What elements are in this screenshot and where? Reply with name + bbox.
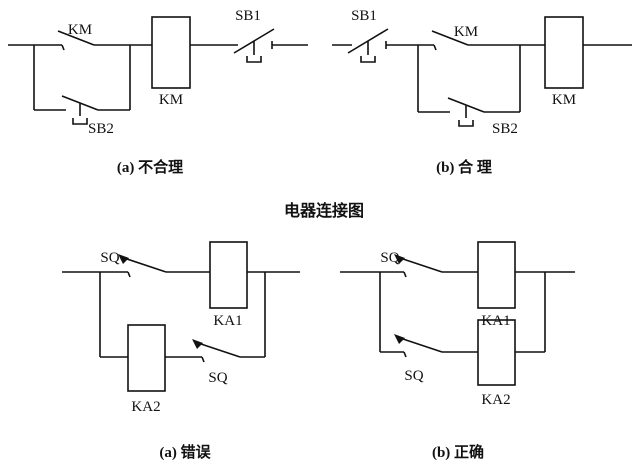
wire bbox=[340, 271, 575, 353]
sq-arrow-icon bbox=[118, 254, 129, 264]
sq-travel-contact-bottom bbox=[399, 337, 443, 358]
sb2-no-pushbutton bbox=[447, 97, 485, 127]
ka2-coil-rect bbox=[477, 319, 516, 386]
sq-arrow-icon bbox=[192, 339, 203, 349]
sb1-nc-pushbutton bbox=[347, 28, 389, 63]
sb2-no-pushbutton bbox=[61, 95, 99, 125]
wire bbox=[62, 271, 300, 358]
sq-arrow-icon bbox=[394, 334, 405, 344]
wire bbox=[8, 44, 308, 111]
ka1-label: KA1 bbox=[481, 313, 510, 329]
sq-top-label: SQ bbox=[100, 250, 119, 266]
km-coil-rect bbox=[151, 16, 191, 89]
ka1-coil-rect bbox=[209, 241, 248, 309]
sb2-label: SB2 bbox=[88, 121, 114, 137]
caption-reasonable: (b) 合 理 bbox=[436, 158, 492, 176]
figure-title: 电器连接图 bbox=[284, 201, 364, 220]
km-contact-label: KM bbox=[454, 24, 478, 40]
sq-arrow-icon bbox=[394, 254, 405, 264]
sq-travel-contact-bottom bbox=[197, 342, 241, 363]
ka2-coil-rect bbox=[127, 324, 166, 392]
circuit-reasonable: SB1 KM KM SB2 (b) 合 理 bbox=[332, 8, 632, 176]
caption-correct: (b) 正确 bbox=[432, 443, 484, 461]
circuit-correct: SQ KA1 SQ KA2 (b) 正确 bbox=[340, 241, 575, 461]
ka2-label: KA2 bbox=[131, 399, 160, 415]
km-contact-label: KM bbox=[68, 22, 92, 38]
wire bbox=[332, 44, 632, 113]
km-coil-rect bbox=[544, 16, 584, 89]
sq-top-label: SQ bbox=[380, 250, 399, 266]
circuit-unreasonable: KM KM SB1 SB2 (a) 不合理 bbox=[8, 8, 308, 176]
km-coil-label: KM bbox=[552, 92, 576, 108]
caption-wrong: (a) 错误 bbox=[159, 443, 211, 461]
sb1-label: SB1 bbox=[351, 8, 377, 24]
sq-travel-contact-top bbox=[399, 257, 443, 278]
circuit-wrong: SQ KA1 KA2 SQ (a) 错误 bbox=[62, 241, 300, 461]
km-coil-label: KM bbox=[159, 92, 183, 108]
sb1-nc-pushbutton bbox=[233, 28, 275, 63]
sb1-label: SB1 bbox=[235, 8, 261, 24]
sq-travel-contact-top bbox=[123, 257, 167, 278]
sq-bottom-label: SQ bbox=[404, 368, 423, 384]
sq-bottom-label: SQ bbox=[208, 370, 227, 386]
ka1-coil-rect bbox=[477, 241, 516, 309]
caption-unreasonable: (a) 不合理 bbox=[117, 158, 183, 176]
sb2-label: SB2 bbox=[492, 121, 518, 137]
km-no-contact bbox=[431, 30, 469, 51]
ka2-label: KA2 bbox=[481, 392, 510, 408]
km-no-contact bbox=[57, 30, 95, 51]
ka1-label: KA1 bbox=[213, 313, 242, 329]
